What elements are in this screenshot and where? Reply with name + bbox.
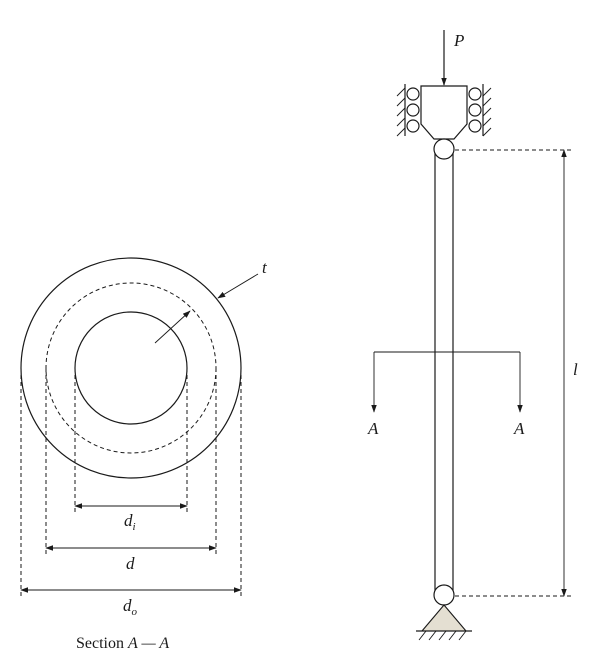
mean-diameter-label: d xyxy=(126,554,135,573)
load-label: P xyxy=(453,31,464,50)
length-label: l xyxy=(573,360,578,379)
section-mark-right: A xyxy=(513,419,525,438)
thickness-arrow-outer xyxy=(217,273,259,299)
roller-right-3 xyxy=(468,119,482,133)
outer-diameter-label: do xyxy=(123,596,138,618)
thickness-arrow-inner xyxy=(154,310,191,344)
bottom-pin-support xyxy=(416,604,472,641)
top-guide-support xyxy=(396,84,492,140)
ground-hatch xyxy=(418,630,467,641)
top-pin xyxy=(433,138,455,160)
guide-hatch-right xyxy=(482,87,492,137)
bottom-pin xyxy=(433,584,455,606)
roller-left-2 xyxy=(406,103,420,117)
roller-right-1 xyxy=(468,87,482,101)
section-cut-line: A A xyxy=(367,351,525,438)
thickness-label: t xyxy=(262,258,268,277)
outer-circle xyxy=(20,257,242,479)
cross-section-view: t di d do Section A — A xyxy=(20,257,268,652)
section-mark-left: A xyxy=(367,419,379,438)
roller-right-2 xyxy=(468,103,482,117)
loading-block xyxy=(420,85,468,140)
roller-left-3 xyxy=(406,119,420,133)
column-body xyxy=(434,149,454,593)
support-triangle xyxy=(420,604,468,632)
section-caption: Section A — A xyxy=(76,635,169,652)
length-dimension: l xyxy=(455,149,578,597)
guide-hatch-left xyxy=(396,87,406,137)
column-view: P xyxy=(367,30,578,641)
inner-diameter-label: di xyxy=(124,511,136,533)
roller-left-1 xyxy=(406,87,420,101)
